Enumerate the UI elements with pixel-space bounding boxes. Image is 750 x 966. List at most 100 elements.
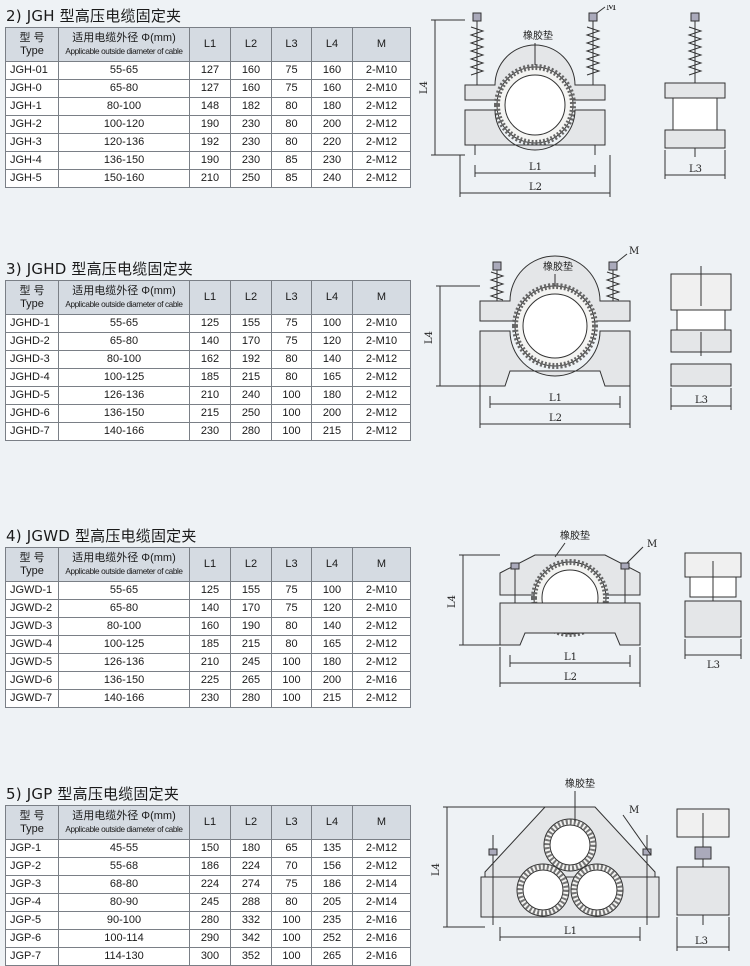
header-model-en: Type [20,822,44,835]
cell-m: 2-M16 [352,947,411,966]
cell-diameter: 140-166 [58,689,190,708]
header-dia-en: Applicable outside diameter of cable [65,824,183,834]
cell-l1: 186 [189,857,231,876]
cell-l4: 265 [311,947,353,966]
cell-l3: 75 [271,79,312,98]
cell-l1: 192 [189,133,231,152]
cell-m: 2-M12 [352,368,411,387]
cell-l3: 80 [271,350,312,369]
dim-l4-label: L4 [431,863,442,876]
cell-l4: 215 [311,422,353,441]
cell-l3: 75 [271,599,312,618]
cell-m: 2-M12 [352,350,411,369]
cell-l2: 160 [230,79,272,98]
cell-diameter: 65-80 [58,332,190,351]
jgh-clamp-drawing: L4 橡胶垫 M L1 L2 L3 [419,5,726,197]
section-title: 5) JGP 型高压电缆固定夹 [6,785,180,803]
cell-l3: 100 [271,653,312,672]
cell-l4: 140 [311,350,353,369]
cell-l1: 215 [189,404,231,423]
cell-m: 2-M16 [352,671,411,690]
cell-l2: 280 [230,689,272,708]
col-m-header: M [352,27,411,62]
cell-l4: 220 [311,133,353,152]
cell-diameter: 65-80 [58,79,190,98]
col-l1-header: L1 [189,27,231,62]
cell-diameter: 68-80 [58,875,190,894]
dim-l2-label: L2 [549,413,562,424]
cell-l1: 162 [189,350,231,369]
header-dia-cn: 适用电缆外径 Φ(mm) [72,551,176,564]
cell-l2: 180 [230,839,272,858]
cell-l1: 280 [189,911,231,930]
cell-m: 2-M12 [352,115,411,134]
jgwd-clamp-drawing: L4 橡胶垫 M L1 L2 L3 [447,529,742,687]
cell-l3: 100 [271,671,312,690]
cell-l2: 250 [230,169,272,188]
cell-diameter: 55-65 [58,314,190,333]
cell-l4: 165 [311,368,353,387]
cell-l1: 127 [189,79,231,98]
cell-l2: 280 [230,422,272,441]
cell-diameter: 140-166 [58,422,190,441]
cell-model: JGP-7 [5,947,59,966]
cell-diameter: 126-136 [58,653,190,672]
dim-l1-label: L1 [564,926,577,937]
cell-model: JGP-1 [5,839,59,858]
bolt-m-label: M [629,805,639,816]
header-model-cn: 型 号 [19,551,45,564]
cell-l2: 155 [230,314,272,333]
cell-l2: 160 [230,61,272,80]
cell-model: JGP-4 [5,893,59,912]
cell-diameter: 55-68 [58,857,190,876]
cell-l4: 200 [311,671,353,690]
cell-l1: 245 [189,893,231,912]
header-model-en: Type [20,44,44,57]
cell-l4: 165 [311,635,353,654]
cell-m: 2-M12 [352,169,411,188]
col-l2-header: L2 [230,805,272,840]
dim-l3-label: L3 [689,164,702,175]
cell-model: JGP-3 [5,875,59,894]
cell-model: JGHD-4 [5,368,59,387]
cell-model: JGWD-1 [5,581,59,600]
cell-l4: 160 [311,79,353,98]
rubber-pad-label: 橡胶垫 [543,260,573,273]
cell-diameter: 100-125 [58,635,190,654]
cell-l4: 252 [311,929,353,948]
cell-m: 2-M12 [352,689,411,708]
cell-l4: 180 [311,97,353,116]
cell-l3: 75 [271,314,312,333]
cell-l4: 240 [311,169,353,188]
cell-l1: 300 [189,947,231,966]
cell-l3: 80 [271,635,312,654]
cell-l4: 120 [311,332,353,351]
col-l1-header: L1 [189,547,231,582]
cell-l2: 155 [230,581,272,600]
cell-m: 2-M10 [352,581,411,600]
header-dia-cn: 适用电缆外径 Φ(mm) [72,809,176,822]
cell-model: JGH-5 [5,169,59,188]
section-title: 2) JGH 型高压电缆固定夹 [6,7,182,25]
cell-l4: 186 [311,875,353,894]
header-model-en: Type [20,297,44,310]
cell-diameter: 136-150 [58,404,190,423]
cell-m: 2-M10 [352,79,411,98]
cell-diameter: 65-80 [58,599,190,618]
cell-l3: 80 [271,97,312,116]
cell-l2: 215 [230,368,272,387]
cell-l1: 150 [189,839,231,858]
cell-diameter: 150-160 [58,169,190,188]
bolt-m-label: M [629,246,639,257]
